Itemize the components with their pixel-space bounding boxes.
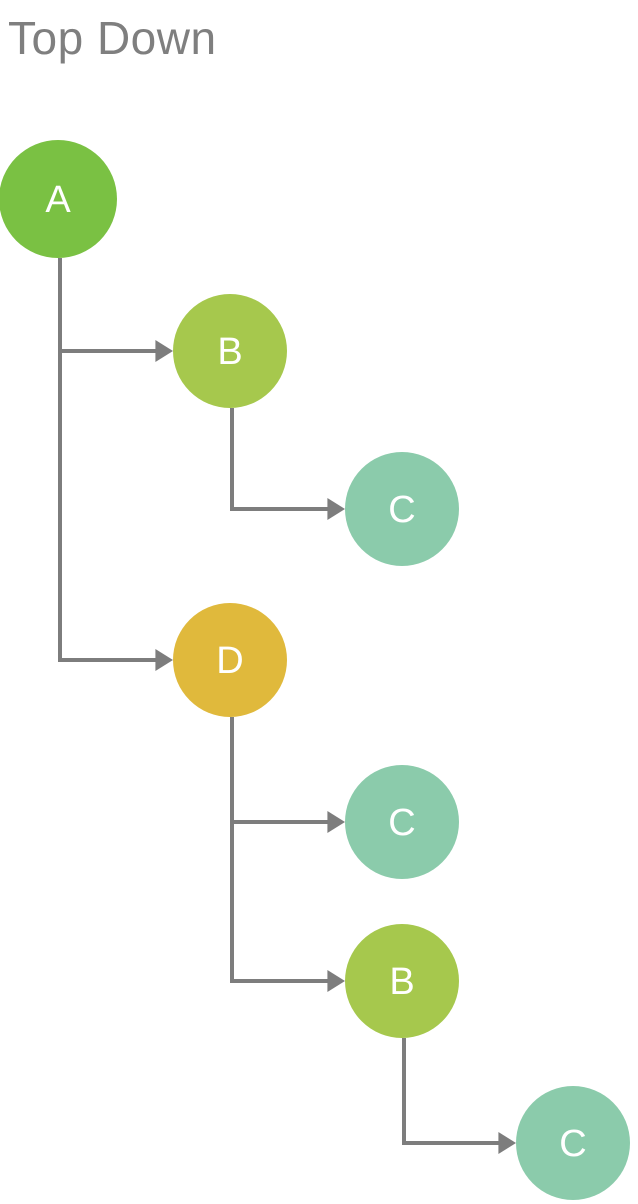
edge-line: [58, 258, 160, 353]
node-circle[interactable]: [345, 765, 459, 879]
node-c[interactable]: C: [345, 765, 459, 879]
edge-line: [230, 408, 332, 511]
edge-line: [58, 258, 160, 662]
edge-n4-to-n6: [230, 717, 345, 992]
arrow-head-icon: [155, 340, 173, 362]
edge-line: [402, 1038, 503, 1145]
arrow-head-icon: [327, 970, 345, 992]
node-c[interactable]: C: [516, 1086, 630, 1200]
edge-n2-to-n3: [230, 408, 345, 520]
arrow-head-icon: [327, 811, 345, 833]
node-circle[interactable]: [516, 1086, 630, 1200]
edge-n6-to-n7: [402, 1038, 516, 1154]
arrow-head-icon: [498, 1132, 516, 1154]
edge-line: [230, 717, 332, 824]
node-c[interactable]: C: [345, 452, 459, 566]
edge-line: [230, 717, 332, 983]
node-circle[interactable]: [0, 140, 117, 258]
node-d[interactable]: D: [173, 603, 287, 717]
diagram-title: Top Down: [8, 12, 217, 64]
edge-n1-to-n4: [58, 258, 173, 671]
edge-n1-to-n2: [58, 258, 173, 362]
node-b[interactable]: B: [345, 924, 459, 1038]
edge-n4-to-n5: [230, 717, 345, 833]
edge-layer: [58, 258, 516, 1154]
node-b[interactable]: B: [173, 294, 287, 408]
node-circle[interactable]: [345, 452, 459, 566]
arrow-head-icon: [327, 498, 345, 520]
node-circle[interactable]: [173, 294, 287, 408]
node-circle[interactable]: [345, 924, 459, 1038]
node-circle[interactable]: [173, 603, 287, 717]
node-a[interactable]: A: [0, 140, 117, 258]
arrow-head-icon: [155, 649, 173, 671]
